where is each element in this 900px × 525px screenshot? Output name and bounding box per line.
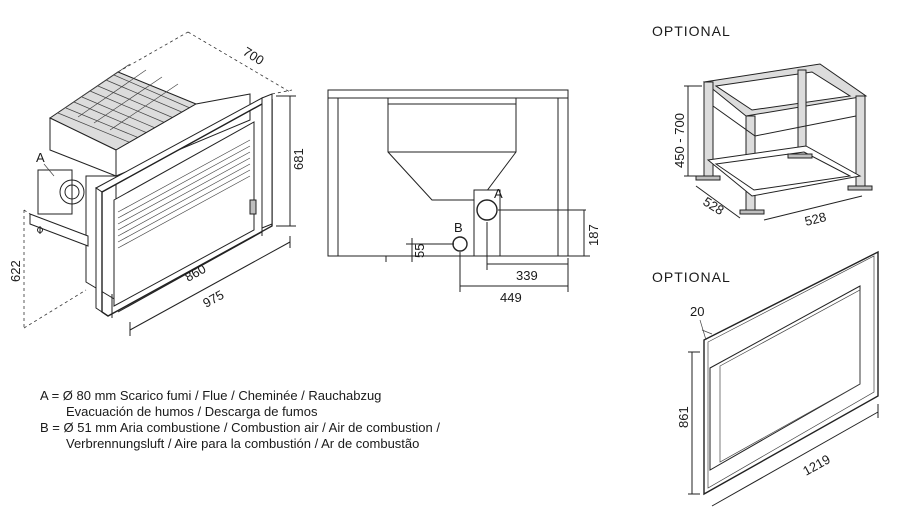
dim-975-label: 975 (200, 287, 226, 311)
fireplace-label-a: A (36, 150, 45, 165)
legend: A = Ø 80 mm Scarico fumi / Flue / Chemin… (40, 388, 440, 452)
front-label-b: B (454, 220, 463, 235)
legend-line-a1: A = Ø 80 mm Scarico fumi / Flue / Chemin… (40, 388, 382, 403)
legend-line-b1: B = Ø 51 mm Aria combustione / Combustio… (40, 420, 440, 435)
optional-label-stand: OPTIONAL (652, 23, 731, 39)
dim-700-label: 700 (240, 44, 266, 68)
dim-20-label: 20 (690, 304, 704, 319)
dim-55-label: 55 (412, 244, 427, 258)
dim-339-label: 339 (516, 268, 538, 283)
dim-861-label: 861 (676, 406, 691, 428)
front-label-a: A (494, 186, 503, 201)
dim-450-700-label: 450 - 700 (672, 113, 687, 168)
front-flue-a (476, 199, 498, 221)
dim-528-depth-label: 528 (700, 194, 726, 218)
fireplace-isometric: 700 681 622 A 860 975 (8, 31, 306, 336)
dim-1219-label: 1219 (800, 451, 833, 478)
dim-681-label: 681 (291, 148, 306, 170)
dim-622-label: 622 (8, 260, 23, 282)
dim-528-width-label: 528 (803, 209, 828, 229)
optional-frame: OPTIONAL 20 861 1219 (652, 250, 879, 507)
optional-stand: OPTIONAL 450 - 700 528 528 (652, 23, 873, 229)
dim-187-label: 187 (586, 224, 601, 246)
flue-pipe (59, 179, 85, 205)
optional-label-frame: OPTIONAL (652, 269, 731, 285)
flue-box (37, 169, 73, 215)
dim-449-label: 449 (500, 290, 522, 305)
legend-line-b2: Verbrennungsluft / Aire para la combusti… (66, 436, 420, 451)
legend-line-a2: Evacuación de humos / Descarga de fumos (66, 404, 318, 419)
front-view: A B 55 187 339 449 (327, 89, 601, 305)
